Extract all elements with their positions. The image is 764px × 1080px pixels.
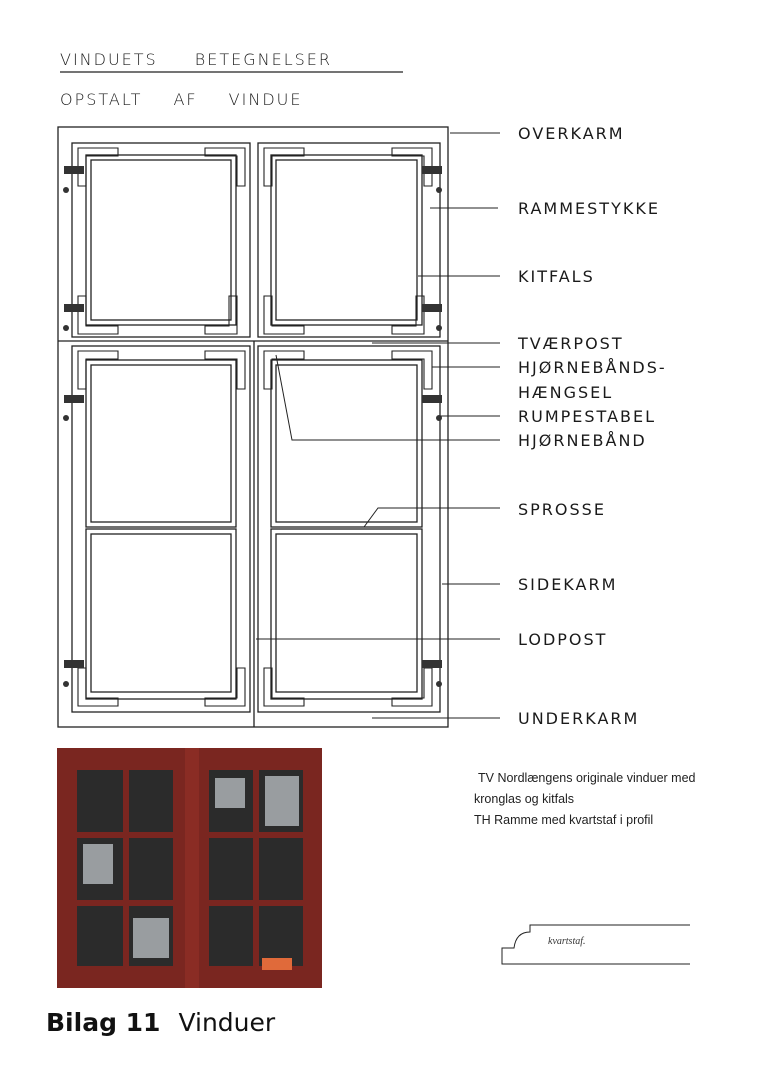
drawing-title: VINDUETS BETEGNELSER bbox=[60, 50, 333, 69]
label-rammestykke: RAMMESTYKKE bbox=[518, 199, 660, 218]
label-hjornebandshaengsel-1: HJØRNEBÅNDS- bbox=[518, 358, 667, 377]
label-underkarm: UNDERKARM bbox=[518, 709, 640, 728]
note-line-1: TV Nordlængens originale vinduer med bbox=[478, 771, 696, 785]
drawing-subtitle: OPSTALT AF VINDUE bbox=[60, 90, 303, 109]
label-rumpestabel: RUMPESTABEL bbox=[518, 407, 657, 426]
label-sidekarm: SIDEKARM bbox=[518, 575, 618, 594]
profile-label: kvartstaf. bbox=[548, 936, 586, 947]
caption-appendix-number: Bilag 11 bbox=[46, 1008, 161, 1037]
label-sprosse: SPROSSE bbox=[518, 500, 606, 519]
window-photo bbox=[57, 748, 322, 988]
note-line-2: kronglas og kitfals bbox=[474, 792, 575, 806]
label-hjorneband: HJØRNEBÅND bbox=[518, 431, 647, 450]
page-caption: Bilag 11 Vinduer bbox=[46, 1008, 275, 1037]
label-kitfals: KITFALS bbox=[518, 267, 595, 286]
photo-description: TV Nordlængens originale vinduer med kro… bbox=[474, 768, 695, 831]
label-hjornebandshaengsel-2: HÆNGSEL bbox=[518, 383, 614, 402]
label-lodpost: LODPOST bbox=[518, 630, 608, 649]
caption-title: Vinduer bbox=[178, 1008, 276, 1037]
note-line-3: TH Ramme med kvartstaf i profil bbox=[474, 813, 654, 827]
label-overkarm: OVERKARM bbox=[518, 124, 625, 143]
label-tvaerpost: TVÆRPOST bbox=[518, 334, 624, 353]
